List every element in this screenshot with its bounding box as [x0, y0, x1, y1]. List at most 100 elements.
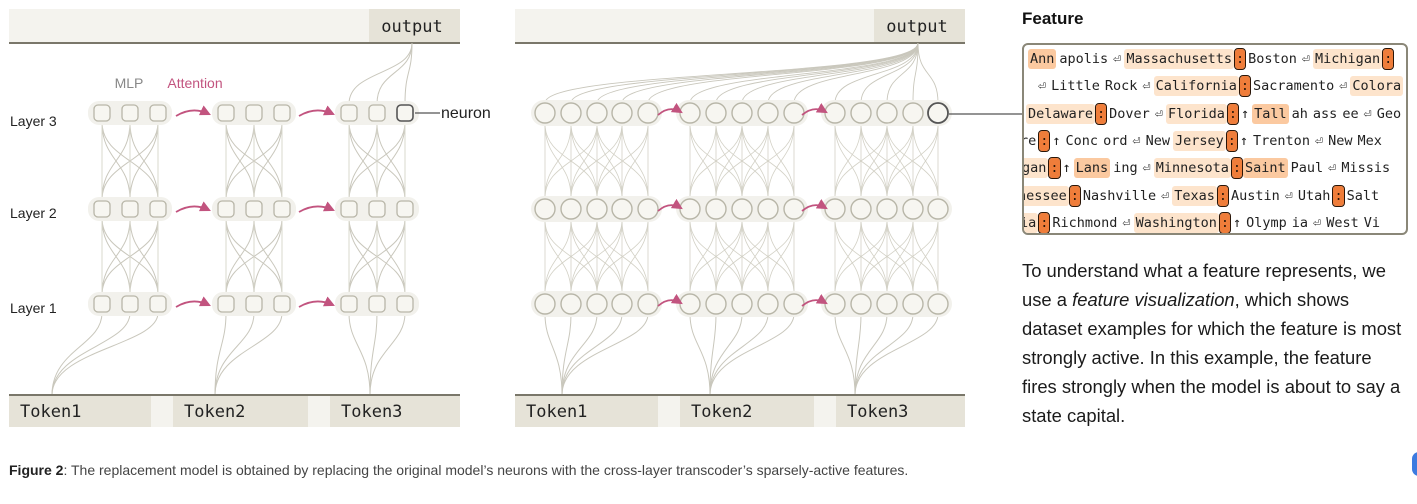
right-connections: [544, 42, 939, 396]
feature-token: ⏎: [1363, 105, 1372, 122]
neuron-node: [217, 104, 235, 122]
neuron-node: [245, 200, 263, 218]
left-token1-label: Token1: [20, 402, 81, 422]
feature-token: ing: [1113, 160, 1138, 177]
feature-token: Missis: [1341, 160, 1391, 177]
feature-token: West: [1326, 214, 1359, 231]
feature-token: Utah: [1297, 187, 1331, 204]
feature-token: Salt: [1346, 187, 1380, 204]
feature-title: Feature: [1022, 9, 1084, 28]
feature-node: [679, 102, 701, 124]
feature-node: [611, 102, 633, 124]
feature-node: [611, 293, 633, 315]
feature-token: :: [1048, 157, 1061, 180]
neuron-node: [396, 200, 414, 218]
attention-arrow: [175, 296, 211, 308]
feature-node: [611, 198, 633, 220]
feature-node: [586, 102, 608, 124]
feature-token: ia: [1291, 214, 1309, 231]
feature-node: [927, 293, 949, 315]
feature-node: [757, 293, 779, 315]
token2-box: [173, 395, 308, 427]
attention-arrow: [175, 201, 211, 213]
feature-token: Delaware: [1026, 103, 1096, 124]
neuron-node: [340, 200, 358, 218]
feature-node: [876, 293, 898, 315]
feature-token: ass: [1312, 105, 1338, 122]
neuron-node: [121, 295, 139, 313]
neuron-node: [217, 295, 235, 313]
feature-token: :: [1382, 48, 1395, 70]
right-features: [531, 100, 952, 317]
feature-example-row: nessee:Nashville⏎Texas:Austin⏎Utah:Salt: [1024, 184, 1382, 207]
feature-token: ia: [1024, 212, 1039, 233]
feature-node: [586, 293, 608, 315]
layer1-label: Layer 1: [10, 300, 57, 316]
feature-token: :: [1218, 211, 1232, 233]
token1-box: [9, 395, 151, 427]
feature-token: Minnesota: [1153, 158, 1231, 179]
attention-arrow: [657, 198, 683, 212]
feature-token: Vi: [1363, 214, 1380, 231]
feature-token: Little: [1051, 78, 1100, 95]
feature-token: Trenton: [1253, 132, 1310, 149]
layer2-label: Layer 2: [10, 205, 57, 221]
output-label: output: [886, 17, 947, 37]
neuron-node: [245, 295, 263, 313]
feature-description: To understand what a feature represents,…: [1022, 256, 1402, 430]
neuron-label: neuron: [441, 105, 491, 122]
token3-box: [330, 395, 460, 427]
caption-text: : The replacement model is obtained by r…: [63, 462, 909, 478]
feature-token: Washington: [1133, 212, 1219, 233]
attention-arrow: [657, 102, 683, 116]
attention-legend: Attention: [167, 75, 222, 91]
neuron-node: [273, 200, 291, 218]
output-box: [874, 9, 965, 43]
neuron-node: [149, 295, 167, 313]
feature-node: [824, 102, 846, 124]
attention-arrow: [801, 293, 828, 307]
feature-token: apolis: [1059, 51, 1109, 67]
left-neurons: [88, 101, 419, 316]
figure-caption: Figure 2: The replacement model is obtai…: [9, 462, 908, 478]
feature-token: Saint: [1243, 158, 1288, 179]
feature-token: :: [1038, 211, 1051, 233]
feature-token: ↑: [1062, 160, 1071, 177]
attention-arrow: [657, 293, 683, 307]
neuron-node: [340, 104, 358, 122]
feature-node: [824, 293, 846, 315]
feature-token: Jersey: [1172, 130, 1226, 151]
feature-token: Austin: [1231, 187, 1280, 204]
feature-node: [902, 293, 924, 315]
feature-node: [637, 102, 659, 124]
feature-token: ↑: [1239, 132, 1249, 149]
replacement-model-diagram: output Token1 Token2 Token3: [515, 9, 1022, 427]
feature-token: :: [1225, 129, 1238, 152]
feature-token: Nashville: [1082, 187, 1157, 204]
mlp-legend: MLP: [115, 75, 144, 91]
feature-node: [705, 102, 727, 124]
neuron-node: [149, 200, 167, 218]
feature-token: Lans: [1073, 158, 1111, 179]
feature-token: ah: [1291, 105, 1308, 122]
feature-token: Ann: [1028, 49, 1057, 69]
feature-token: Conc: [1065, 132, 1099, 149]
feature-node: [586, 198, 608, 220]
feature-token: ↑: [1241, 105, 1250, 122]
feature-node: [705, 293, 727, 315]
feature-token: Mex: [1357, 132, 1382, 149]
feature-token: ⏎: [1314, 132, 1324, 149]
feature-node: [876, 198, 898, 220]
feature-visualization-term: feature visualization: [1072, 289, 1235, 310]
feature-node: [560, 293, 582, 315]
original-model-diagram: output MLP Attention Layer 3 Layer 2 Lay…: [9, 9, 491, 427]
feature-node: [783, 102, 805, 124]
neuron-node: [368, 200, 386, 218]
help-bubble-icon[interactable]: [1412, 452, 1417, 476]
